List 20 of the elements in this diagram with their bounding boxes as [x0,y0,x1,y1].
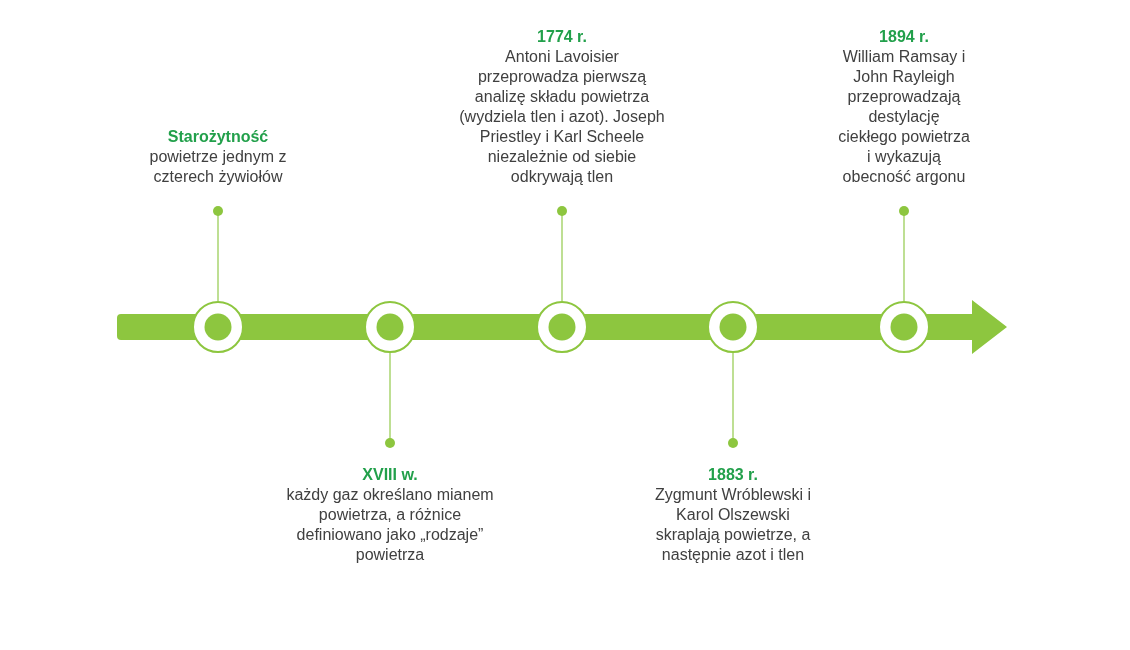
milestone-circle [707,301,759,353]
milestone-circle [536,301,588,353]
timeline-description: Zygmunt Wróblewski i Karol Olszewski skraplają powietrze, a następnie azot i tlen [653,485,813,565]
leader-line [557,206,567,302]
milestone-circle [878,301,930,353]
timeline-description: powietrze jednym z czterech żywiołów [148,147,288,187]
leader-line [899,206,909,302]
timeline-heading: 1894 r. [879,27,929,47]
milestone-circle [192,301,244,353]
timeline-description: każdy gaz określano mianem powietrza, a różnice definiowano jako „rodzaje” powietrza [285,485,495,565]
timeline-heading: 1774 r. [537,27,587,47]
timeline-heading: Starożytność [167,127,269,147]
leader-line [213,206,223,302]
milestone-circle [364,301,416,353]
timeline-description: Antoni Lavoisier przeprowadza pierwszą analizę składu powietrza (wydziela tlen i azot). Joseph Priestley i Karl Scheele niezależnie od siebie odkrywają tlen [458,47,666,187]
leader-line [728,352,738,448]
timeline-heading: XVIII w. [362,465,418,485]
timeline-heading: 1883 r. [708,465,758,485]
leader-line [385,352,395,448]
timeline-description: William Ramsay i John Rayleigh przeprowadzają destylację ciekłego powietrza i wykazują obecność argonu [837,47,971,187]
